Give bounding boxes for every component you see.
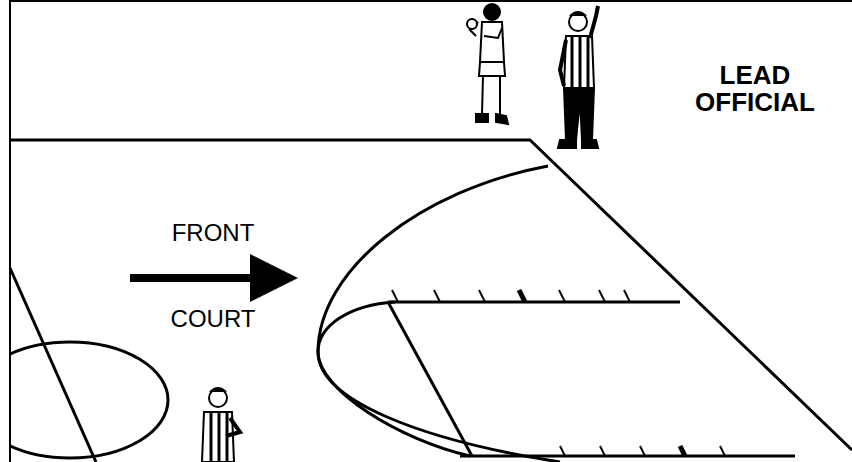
direction-label: FRONT (158, 220, 268, 245)
direction-label: COURT (158, 306, 268, 331)
official-label: LEAD OFFICIAL (690, 62, 820, 117)
referee-figure (558, 6, 598, 148)
player-figure (467, 4, 508, 124)
referee-figure (202, 388, 240, 462)
